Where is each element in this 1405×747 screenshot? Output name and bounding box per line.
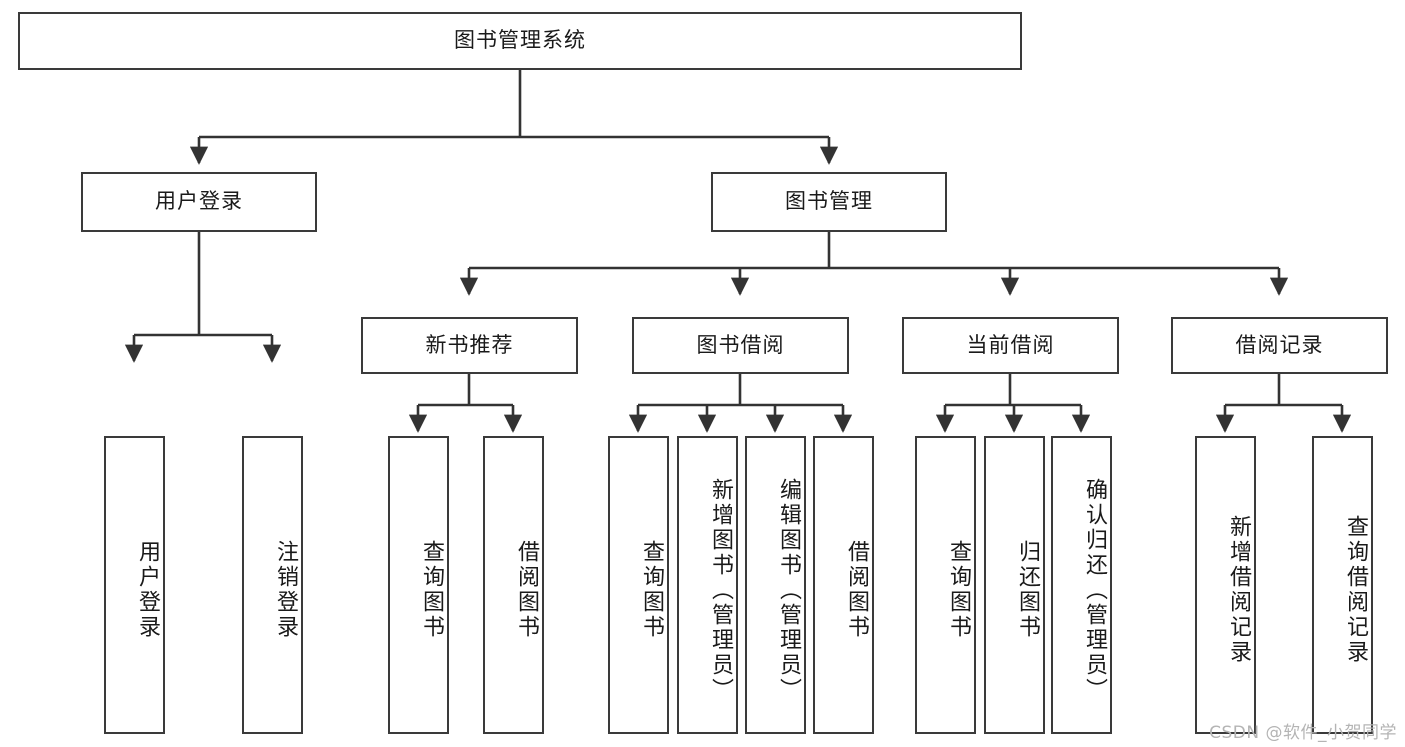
- node-label: 新增借阅记录: [1226, 515, 1251, 665]
- node-label: 用户登录: [155, 189, 243, 214]
- node-label: 查询图书: [419, 540, 444, 640]
- node-user-login[interactable]: 用户登录: [81, 172, 317, 232]
- watermark: CSDN @软件_小贺同学: [1209, 723, 1397, 743]
- node-label: 注销登录: [273, 540, 298, 640]
- node-root[interactable]: 图书管理系统: [18, 12, 1022, 70]
- node-book-borrow[interactable]: 图书借阅: [632, 317, 849, 374]
- node-leaf-user-login[interactable]: 用户登录: [104, 436, 165, 734]
- node-leaf-add-book-admin[interactable]: 新增图书（管理员）: [677, 436, 738, 734]
- node-leaf-return-book[interactable]: 归还图书: [984, 436, 1045, 734]
- node-label: 新增图书（管理员）: [708, 477, 733, 703]
- node-leaf-query-borrow-record[interactable]: 查询借阅记录: [1312, 436, 1373, 734]
- node-label: 查询图书: [946, 540, 971, 640]
- node-label: 查询图书: [639, 540, 664, 640]
- node-book-manage[interactable]: 图书管理: [711, 172, 947, 232]
- node-label: 借阅图书: [844, 540, 869, 640]
- node-leaf-logout-login[interactable]: 注销登录: [242, 436, 303, 734]
- node-label: 借阅图书: [514, 540, 539, 640]
- node-label: 借阅记录: [1235, 332, 1324, 357]
- node-leaf-query-book-1[interactable]: 查询图书: [388, 436, 449, 734]
- node-borrow-record[interactable]: 借阅记录: [1171, 317, 1388, 374]
- node-leaf-add-borrow-record[interactable]: 新增借阅记录: [1195, 436, 1256, 734]
- node-leaf-confirm-return-admin[interactable]: 确认归还（管理员）: [1051, 436, 1112, 734]
- node-leaf-borrow-book-2[interactable]: 借阅图书: [813, 436, 874, 734]
- node-leaf-edit-book-admin[interactable]: 编辑图书（管理员）: [745, 436, 806, 734]
- connector-lines: [124, 70, 1352, 433]
- node-label: 编辑图书（管理员）: [776, 477, 801, 703]
- node-label: 用户登录: [135, 540, 160, 640]
- node-current-borrow[interactable]: 当前借阅: [902, 317, 1119, 374]
- node-leaf-query-book-3[interactable]: 查询图书: [915, 436, 976, 734]
- node-leaf-query-book-2[interactable]: 查询图书: [608, 436, 669, 734]
- node-leaf-borrow-book-1[interactable]: 借阅图书: [483, 436, 544, 734]
- node-label: 新书推荐: [425, 332, 514, 357]
- node-new-book-recommend[interactable]: 新书推荐: [361, 317, 578, 374]
- node-label: 归还图书: [1015, 540, 1040, 640]
- node-label: 确认归还（管理员）: [1082, 477, 1107, 703]
- node-label: 当前借阅: [966, 332, 1055, 357]
- node-label: 图书借阅: [696, 332, 785, 357]
- node-label: 图书管理系统: [454, 28, 586, 53]
- node-label: 图书管理: [785, 189, 873, 214]
- node-label: 查询借阅记录: [1343, 515, 1368, 665]
